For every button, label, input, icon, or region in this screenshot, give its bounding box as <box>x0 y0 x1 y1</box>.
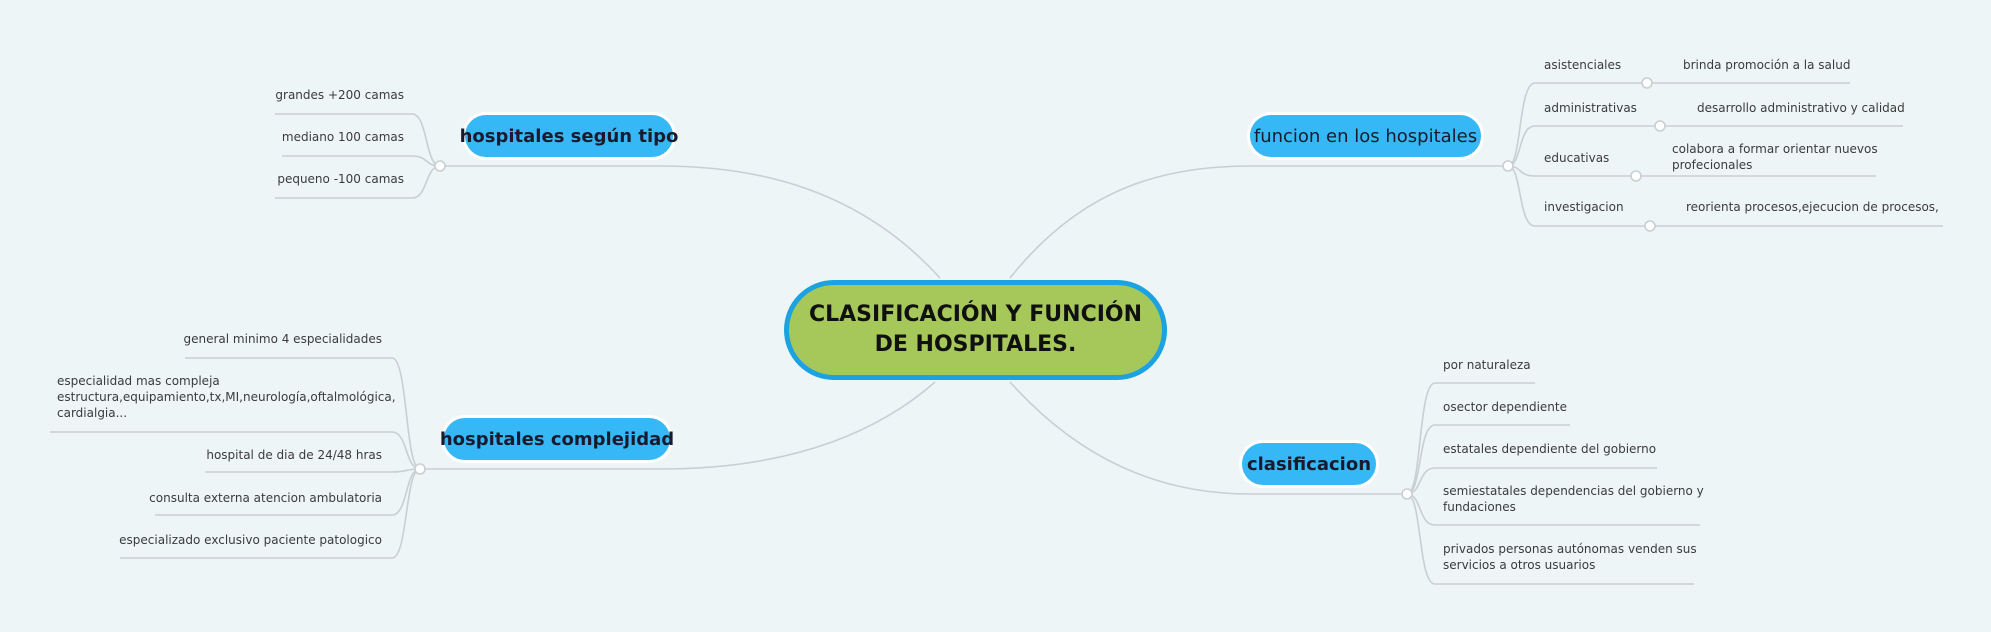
leaf-complejidad-consulta-externa[interactable]: consulta externa atencion ambulatoria <box>149 491 382 505</box>
leaf-clasificacion-osector[interactable]: osector dependiente <box>1443 400 1568 414</box>
leaf-funcion-educativas[interactable]: educativas <box>1544 151 1610 165</box>
collapse-handle-investigacion <box>1644 220 1656 232</box>
topic-hospitales-segun-tipo[interactable]: hospitales según tipo <box>459 112 679 160</box>
leaf-clasificacion-naturaleza[interactable]: por naturaleza <box>1443 358 1531 372</box>
topic-label: funcion en los hospitales <box>1253 125 1478 147</box>
leaf-tipo-pequeno[interactable]: pequeno -100 camas <box>277 172 404 186</box>
leaf-funcion-asistenciales[interactable]: asistenciales <box>1544 58 1622 72</box>
collapse-handle-funcion <box>1502 160 1514 172</box>
connector-central-clasificacion <box>1009 381 1407 495</box>
collapse-handle-tipo <box>434 160 446 172</box>
collapse-handle-administrativas <box>1654 120 1666 132</box>
collapse-handle-complejidad <box>414 463 426 475</box>
collapse-handle-educativas <box>1630 170 1642 182</box>
topic-label: hospitales según tipo <box>459 125 679 147</box>
central-title-line1: CLASIFICACIÓN Y FUNCIÓN <box>808 302 1143 327</box>
leaf-clasificacion-semiestatales[interactable]: semiestatales dependencias del gobierno … <box>1443 484 1704 514</box>
leaf-complejidad-especialidad[interactable]: especialidad mas compleja estructura,equ… <box>57 374 396 420</box>
leaf-tipo-grandes[interactable]: grandes +200 camas <box>275 88 404 102</box>
topic-hospitales-complejidad[interactable]: hospitales complejidad <box>439 415 675 463</box>
collapse-handle-clasificacion <box>1401 488 1413 500</box>
leaf-funcion-educativas-detail[interactable]: colabora a formar orientar nuevos profec… <box>1672 142 1878 172</box>
leaf-clasificacion-estatales[interactable]: estatales dependiente del gobierno <box>1443 442 1657 456</box>
central-title-line2: DE HOSPITALES. <box>874 332 1077 357</box>
leaf-funcion-asistenciales-detail[interactable]: brinda promoción a la salud <box>1683 58 1851 72</box>
leaf-clasificacion-privados[interactable]: privados personas autónomas venden sus s… <box>1443 542 1697 572</box>
connector-central-complejidad <box>420 381 936 470</box>
collapse-handle-asistenciales <box>1641 77 1653 89</box>
central-topic[interactable]: CLASIFICACIÓN Y FUNCIÓN DE HOSPITALES. <box>784 280 1167 380</box>
topic-funcion-en-los-hospitales[interactable]: funcion en los hospitales <box>1247 112 1484 160</box>
connector-central-funcion <box>1009 165 1508 279</box>
leaf-funcion-investigacion-detail[interactable]: reorienta procesos,ejecucion de procesos… <box>1686 200 1939 214</box>
topic-clasificacion[interactable]: clasificacion <box>1239 440 1379 488</box>
leaf-complejidad-especializado[interactable]: especializado exclusivo paciente patolog… <box>119 533 382 547</box>
topic-label: hospitales complejidad <box>439 428 675 450</box>
leaf-funcion-administrativas-detail[interactable]: desarrollo administrativo y calidad <box>1697 101 1905 115</box>
connector-central-tipo <box>440 165 941 279</box>
leaf-tipo-mediano[interactable]: mediano 100 camas <box>281 130 404 144</box>
leaf-complejidad-hospital-de-dia[interactable]: hospital de dia de 24/48 hras <box>206 448 382 462</box>
topic-label: clasificacion <box>1246 453 1372 475</box>
leaf-funcion-investigacion[interactable]: investigacion <box>1544 200 1624 214</box>
leaf-funcion-administrativas[interactable]: administrativas <box>1544 101 1637 115</box>
leaf-complejidad-general[interactable]: general minimo 4 especialidades <box>183 332 383 346</box>
